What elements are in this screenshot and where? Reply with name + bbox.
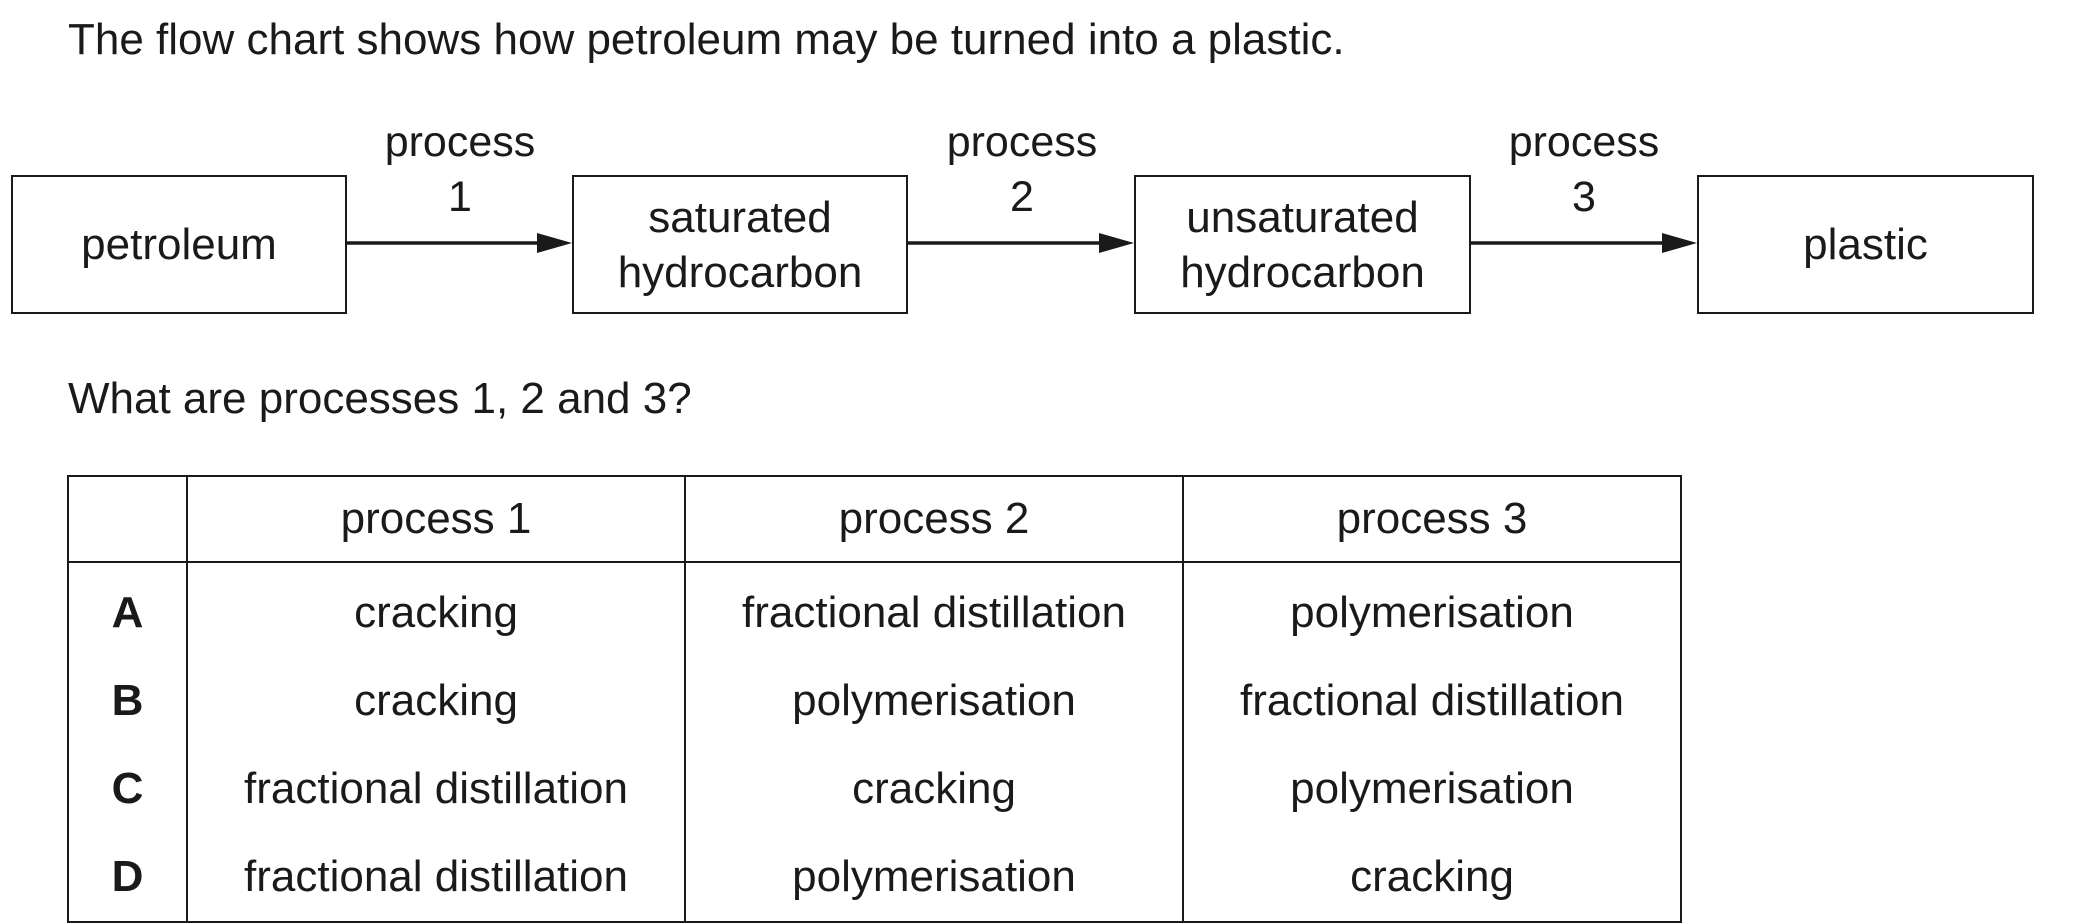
table-row-option-d[interactable]: D fractional distillation polymerisation… [67, 833, 1682, 923]
flow-box-label: saturated hydrocarbon [617, 192, 863, 297]
table-cell-process-3: fractional distillation [1182, 657, 1682, 745]
flow-chart: petroleum saturated hydrocarbon unsatura… [0, 0, 2100, 330]
arrow-process-1 [347, 233, 572, 253]
table-row-option-c[interactable]: C fractional distillation cracking polym… [67, 745, 1682, 833]
intro-text: The flow chart shows how petroleum may b… [68, 15, 1345, 64]
table-cell-process-2: polymerisation [684, 833, 1184, 923]
table-header-process-2: process 2 [684, 475, 1184, 563]
table-cell-process-2: polymerisation [684, 657, 1184, 745]
process-2-label: process 2 [946, 118, 1098, 221]
arrow-process-2 [908, 233, 1134, 253]
flow-box-label: petroleum [81, 220, 277, 269]
answer-options-table: process 1 process 2 process 3 A cracking… [67, 475, 1682, 923]
table-cell-process-1: cracking [186, 657, 686, 745]
table-cell-process-3: polymerisation [1182, 745, 1682, 833]
arrow-process-3 [1471, 233, 1697, 253]
table-header-process-1: process 1 [186, 475, 686, 563]
table-cell-process-3: cracking [1182, 833, 1682, 923]
flow-box-label: plastic [1803, 220, 1928, 269]
table-cell-process-3: polymerisation [1182, 562, 1682, 657]
table-cell-process-1: fractional distillation [186, 745, 686, 833]
table-header-process-3: process 3 [1182, 475, 1682, 563]
option-letter: D [67, 833, 188, 923]
table-cell-process-1: cracking [186, 562, 686, 657]
option-letter: B [67, 657, 188, 745]
option-letter: A [67, 562, 188, 657]
flow-box-plastic: plastic [1697, 175, 2034, 314]
flow-box-saturated-hydrocarbon: saturated hydrocarbon [572, 175, 908, 314]
process-1-label: process 1 [384, 118, 536, 221]
flow-box-unsaturated-hydrocarbon: unsaturated hydrocarbon [1134, 175, 1471, 314]
flow-box-petroleum: petroleum [11, 175, 347, 314]
question-text: What are processes 1, 2 and 3? [68, 374, 692, 423]
table-header-blank [67, 475, 188, 563]
option-letter: C [67, 745, 188, 833]
table-cell-process-2: fractional distillation [684, 562, 1184, 657]
table-row-option-a[interactable]: A cracking fractional distillation polym… [67, 562, 1682, 657]
table-row-option-b[interactable]: B cracking polymerisation fractional dis… [67, 657, 1682, 745]
table-header-row: process 1 process 2 process 3 [67, 475, 1682, 563]
process-3-label: process 3 [1508, 118, 1660, 221]
table-cell-process-1: fractional distillation [186, 833, 686, 923]
flow-box-label: unsaturated hydrocarbon [1180, 192, 1425, 297]
table-cell-process-2: cracking [684, 745, 1184, 833]
